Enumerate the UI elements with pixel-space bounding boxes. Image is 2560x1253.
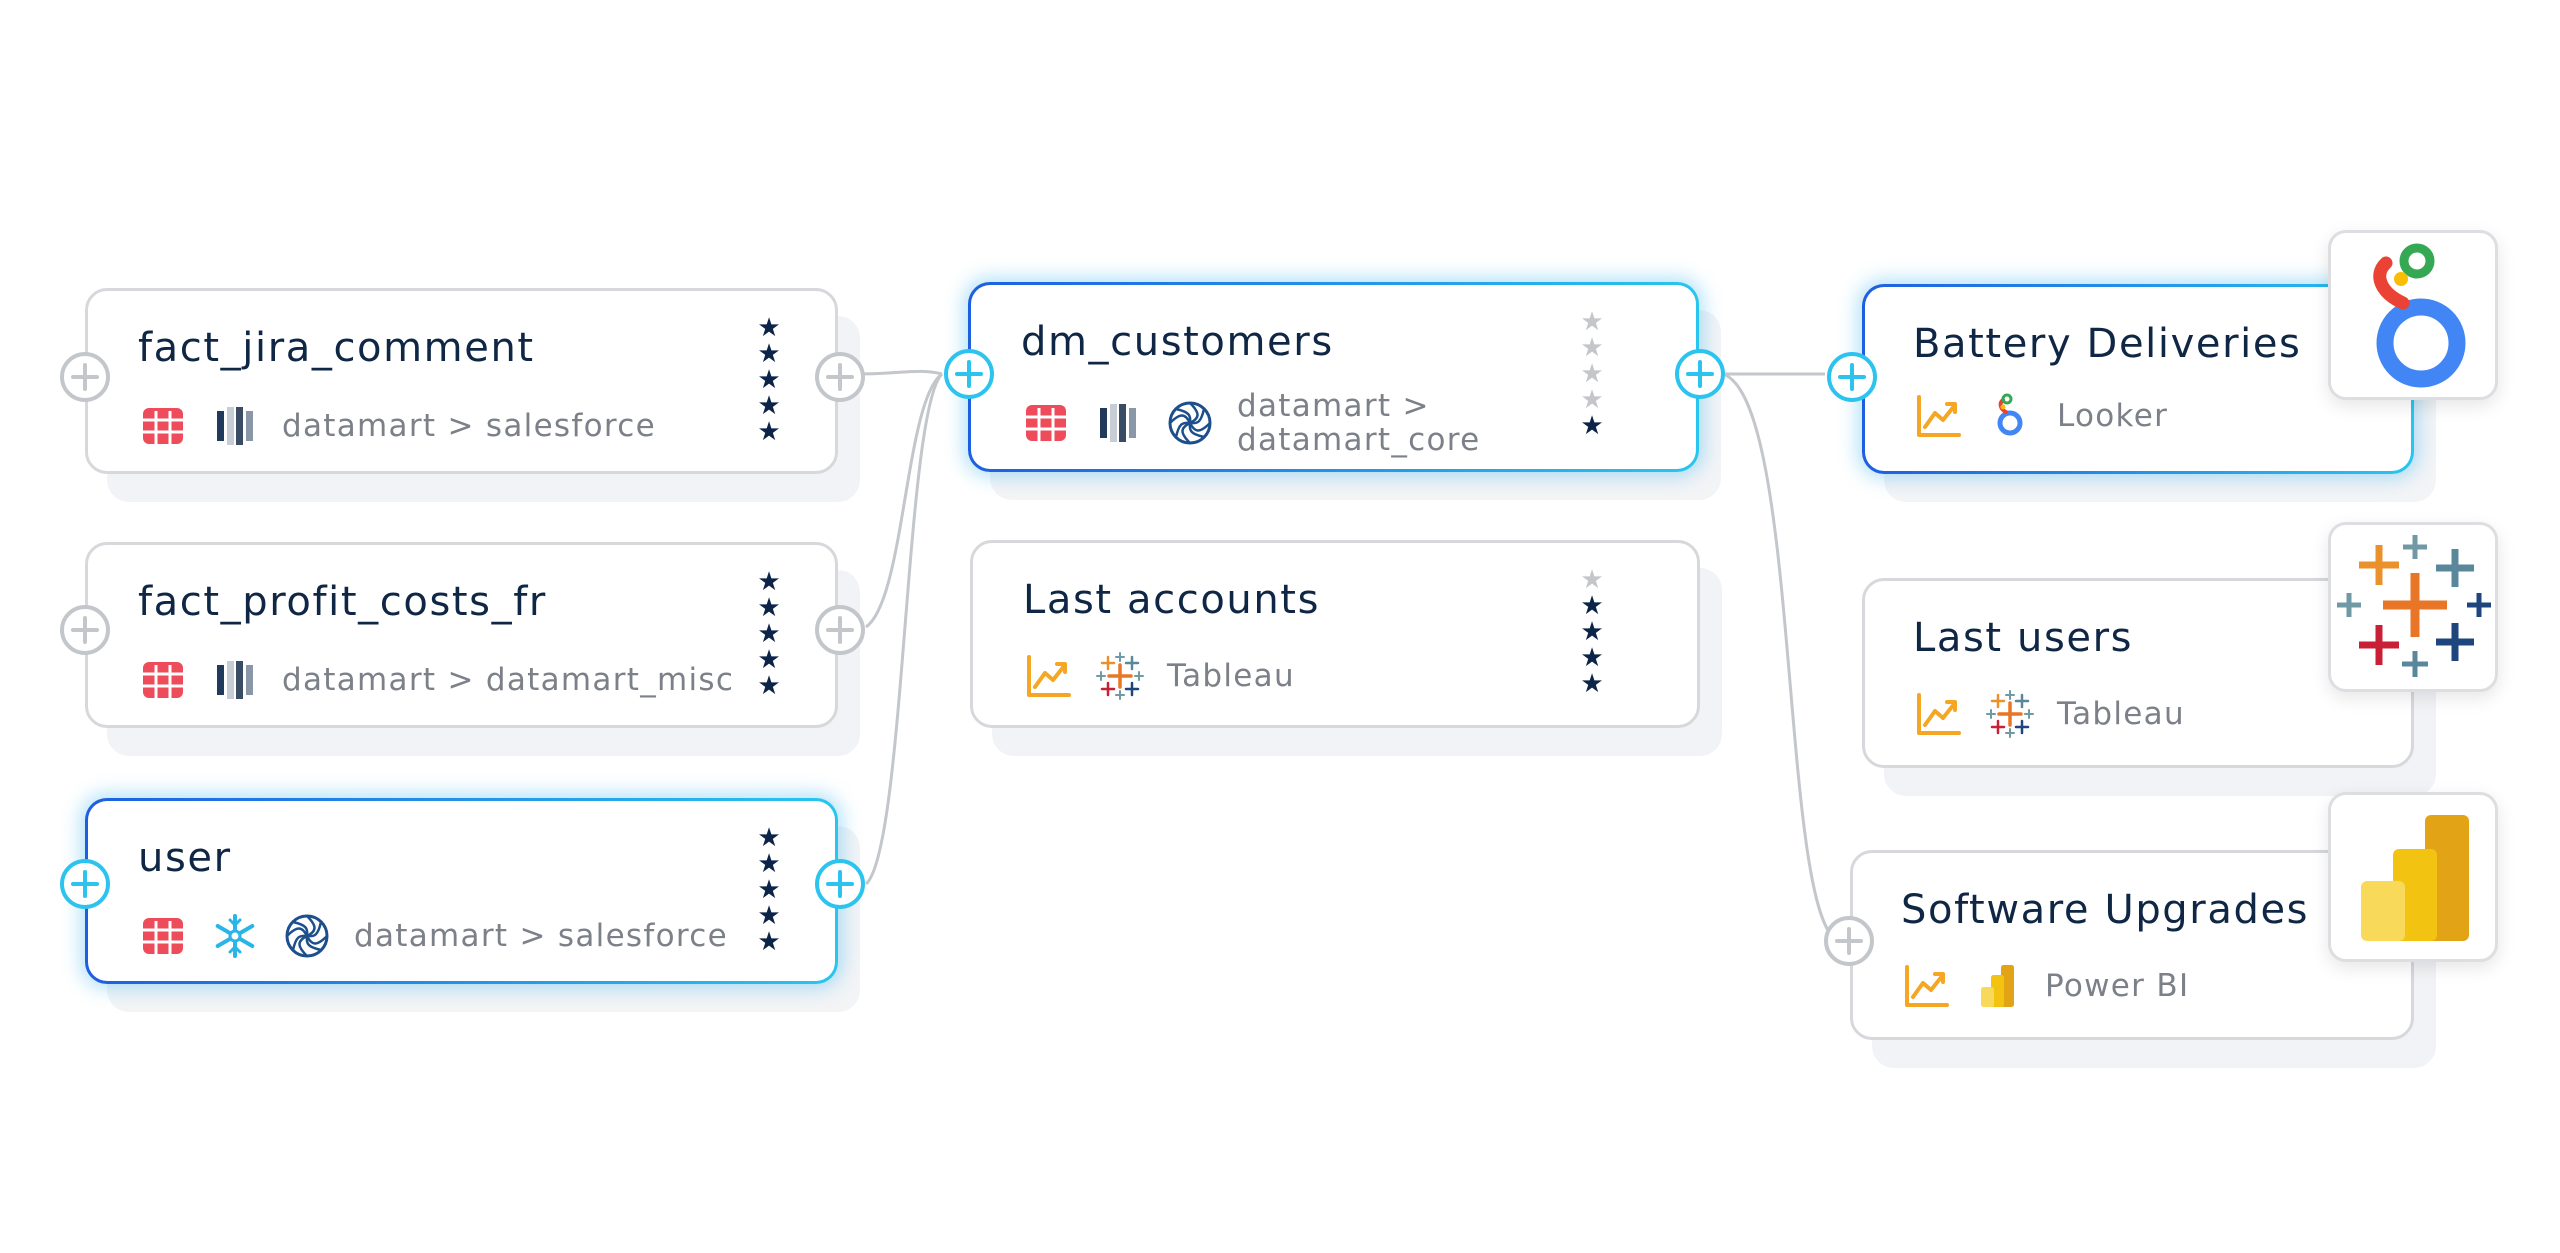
chart-icon — [1913, 689, 1963, 739]
node-title: Last users — [1913, 615, 2134, 661]
dbt-spiral-icon — [282, 911, 332, 961]
expand-downstream-button[interactable] — [813, 603, 867, 657]
node-last-accounts[interactable]: Last accounts Tableau ★ ★ ★ ★ ★ — [970, 540, 1700, 728]
expand-upstream-button[interactable] — [58, 350, 112, 404]
redshift-icon — [210, 655, 260, 705]
star-icon: ★ — [757, 567, 781, 597]
popularity-stars: ★ ★ ★ ★ ★ — [1576, 567, 1608, 697]
edge-fact-jira-to-dm-customers — [857, 369, 943, 376]
table-icon — [138, 401, 188, 451]
star-icon: ★ — [757, 619, 781, 649]
node-dm-customers[interactable]: dm_customers datamart > datamart_core ★ … — [968, 282, 1699, 472]
looker-logo — [2328, 230, 2498, 400]
node-battery-deliveries[interactable]: Battery Deliveries Looker — [1862, 284, 2414, 474]
tableau-icon — [1985, 689, 2035, 739]
powerbi-icon — [1973, 961, 2023, 1011]
star-icon: ★ — [757, 365, 781, 395]
edge-user-to-dm-customers — [864, 372, 944, 886]
expand-downstream-button[interactable] — [813, 350, 867, 404]
star-icon: ★ — [757, 417, 781, 447]
star-icon: ★ — [1580, 359, 1604, 389]
expand-upstream-button[interactable] — [58, 603, 112, 657]
star-icon: ★ — [1580, 643, 1604, 673]
node-user[interactable]: user datamart > salesforce ★ ★ ★ ★ ★ — [85, 798, 838, 984]
star-icon: ★ — [1580, 411, 1604, 441]
chart-icon — [1023, 651, 1073, 701]
table-icon — [138, 911, 188, 961]
star-icon: ★ — [757, 313, 781, 343]
node-fact-profit-costs-fr[interactable]: fact_profit_costs_fr datamart > datamart… — [85, 542, 838, 728]
expand-upstream-button[interactable] — [942, 347, 996, 401]
star-icon: ★ — [1580, 669, 1604, 699]
edge-dm-customers-to-software — [1722, 372, 1837, 942]
node-path: datamart > datamart_core — [1237, 388, 1481, 458]
star-icon: ★ — [757, 927, 781, 957]
tableau-logo — [2328, 522, 2498, 692]
node-path: datamart > salesforce — [282, 408, 656, 444]
popularity-stars: ★ ★ ★ ★ ★ — [753, 569, 785, 699]
node-title: Battery Deliveries — [1913, 321, 2302, 367]
redshift-icon — [210, 401, 260, 451]
expand-downstream-button[interactable] — [813, 857, 867, 911]
powerbi-logo — [2328, 792, 2498, 962]
star-icon: ★ — [1580, 385, 1604, 415]
snowflake-icon — [210, 911, 260, 961]
looker-icon — [1985, 391, 2035, 441]
tableau-icon — [1095, 651, 1145, 701]
node-title: user — [138, 835, 232, 881]
node-path: datamart > salesforce — [354, 918, 728, 954]
star-icon: ★ — [757, 901, 781, 931]
popularity-stars: ★ ★ ★ ★ ★ — [753, 315, 785, 445]
popularity-stars: ★ ★ ★ ★ ★ — [1576, 309, 1608, 439]
table-icon — [138, 655, 188, 705]
node-tool: Tableau — [2057, 696, 2185, 732]
dbt-spiral-icon — [1165, 398, 1215, 448]
expand-upstream-button[interactable] — [58, 857, 112, 911]
node-fact-jira-comment[interactable]: fact_jira_comment datamart > salesforce … — [85, 288, 838, 474]
node-tool: Power BI — [2045, 968, 2190, 1004]
expand-upstream-button[interactable] — [1825, 350, 1879, 404]
table-icon — [1021, 398, 1071, 448]
node-title: dm_customers — [1021, 319, 1334, 365]
star-icon: ★ — [757, 671, 781, 701]
node-title: Last accounts — [1023, 577, 1321, 623]
star-icon: ★ — [757, 593, 781, 623]
node-software-upgrades[interactable]: Software Upgrades Power BI — [1850, 850, 2414, 1040]
expand-upstream-button[interactable] — [1822, 914, 1876, 968]
expand-downstream-button[interactable] — [1673, 347, 1727, 401]
node-title: fact_profit_costs_fr — [138, 579, 547, 625]
star-icon: ★ — [757, 391, 781, 421]
chart-icon — [1913, 391, 1963, 441]
star-icon: ★ — [1580, 333, 1604, 363]
redshift-icon — [1093, 398, 1143, 448]
node-last-users[interactable]: Last users Tableau — [1862, 578, 2414, 768]
chart-icon — [1901, 961, 1951, 1011]
star-icon: ★ — [1580, 591, 1604, 621]
edge-fact-profit-to-dm-customers — [865, 372, 943, 629]
star-icon: ★ — [757, 645, 781, 675]
star-icon: ★ — [1580, 307, 1604, 337]
node-tool: Tableau — [1167, 658, 1295, 694]
node-title: Software Upgrades — [1901, 887, 2310, 933]
node-path: datamart > datamart_misc — [282, 662, 735, 698]
star-icon: ★ — [757, 875, 781, 905]
popularity-stars: ★ ★ ★ ★ ★ — [753, 825, 785, 955]
star-icon: ★ — [757, 339, 781, 369]
star-icon: ★ — [1580, 565, 1604, 595]
node-title: fact_jira_comment — [138, 325, 535, 371]
star-icon: ★ — [757, 849, 781, 879]
star-icon: ★ — [1580, 617, 1604, 647]
node-tool: Looker — [2057, 398, 2169, 434]
star-icon: ★ — [757, 823, 781, 853]
